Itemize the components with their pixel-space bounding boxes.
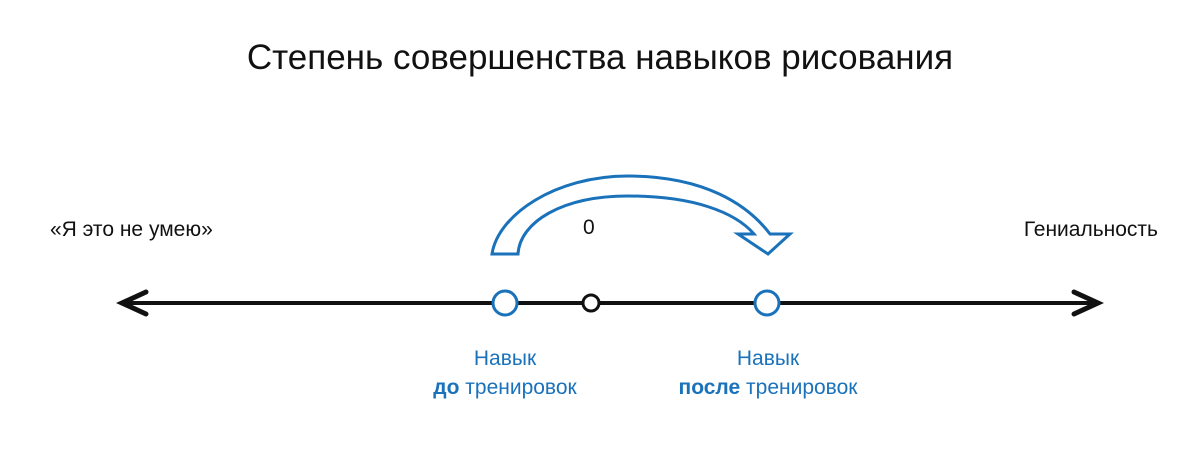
origin-marker bbox=[581, 293, 601, 313]
axis-left-arrowhead bbox=[115, 289, 149, 317]
skill-after-caption-line2: после тренировок bbox=[648, 373, 888, 402]
skill-before-caption-line2: до тренировок bbox=[385, 373, 625, 402]
skill-before-marker bbox=[491, 289, 519, 317]
diagram-title: Степень совершенства навыков рисования bbox=[246, 38, 954, 77]
progress-arrow bbox=[490, 174, 794, 256]
skill-before-emphasis: до bbox=[433, 376, 460, 399]
skill-before-caption-line1: Навык bbox=[473, 347, 537, 370]
skill-after-caption-line1: Навык bbox=[736, 347, 800, 370]
skill-before-rest: тренировок bbox=[459, 376, 577, 399]
right-extreme-label: Гениальность bbox=[1023, 218, 1158, 241]
skill-before-caption: Навык до тренировок bbox=[385, 344, 625, 402]
origin-label: 0 bbox=[583, 216, 595, 239]
skill-after-caption: Навык после тренировок bbox=[648, 344, 888, 402]
left-extreme-label: «Я это не умею» bbox=[50, 218, 213, 241]
axis-right-arrowhead bbox=[1071, 289, 1105, 317]
skill-after-emphasis: после bbox=[678, 376, 741, 399]
skill-after-marker bbox=[753, 289, 781, 317]
skill-after-rest: тренировок bbox=[740, 376, 858, 399]
